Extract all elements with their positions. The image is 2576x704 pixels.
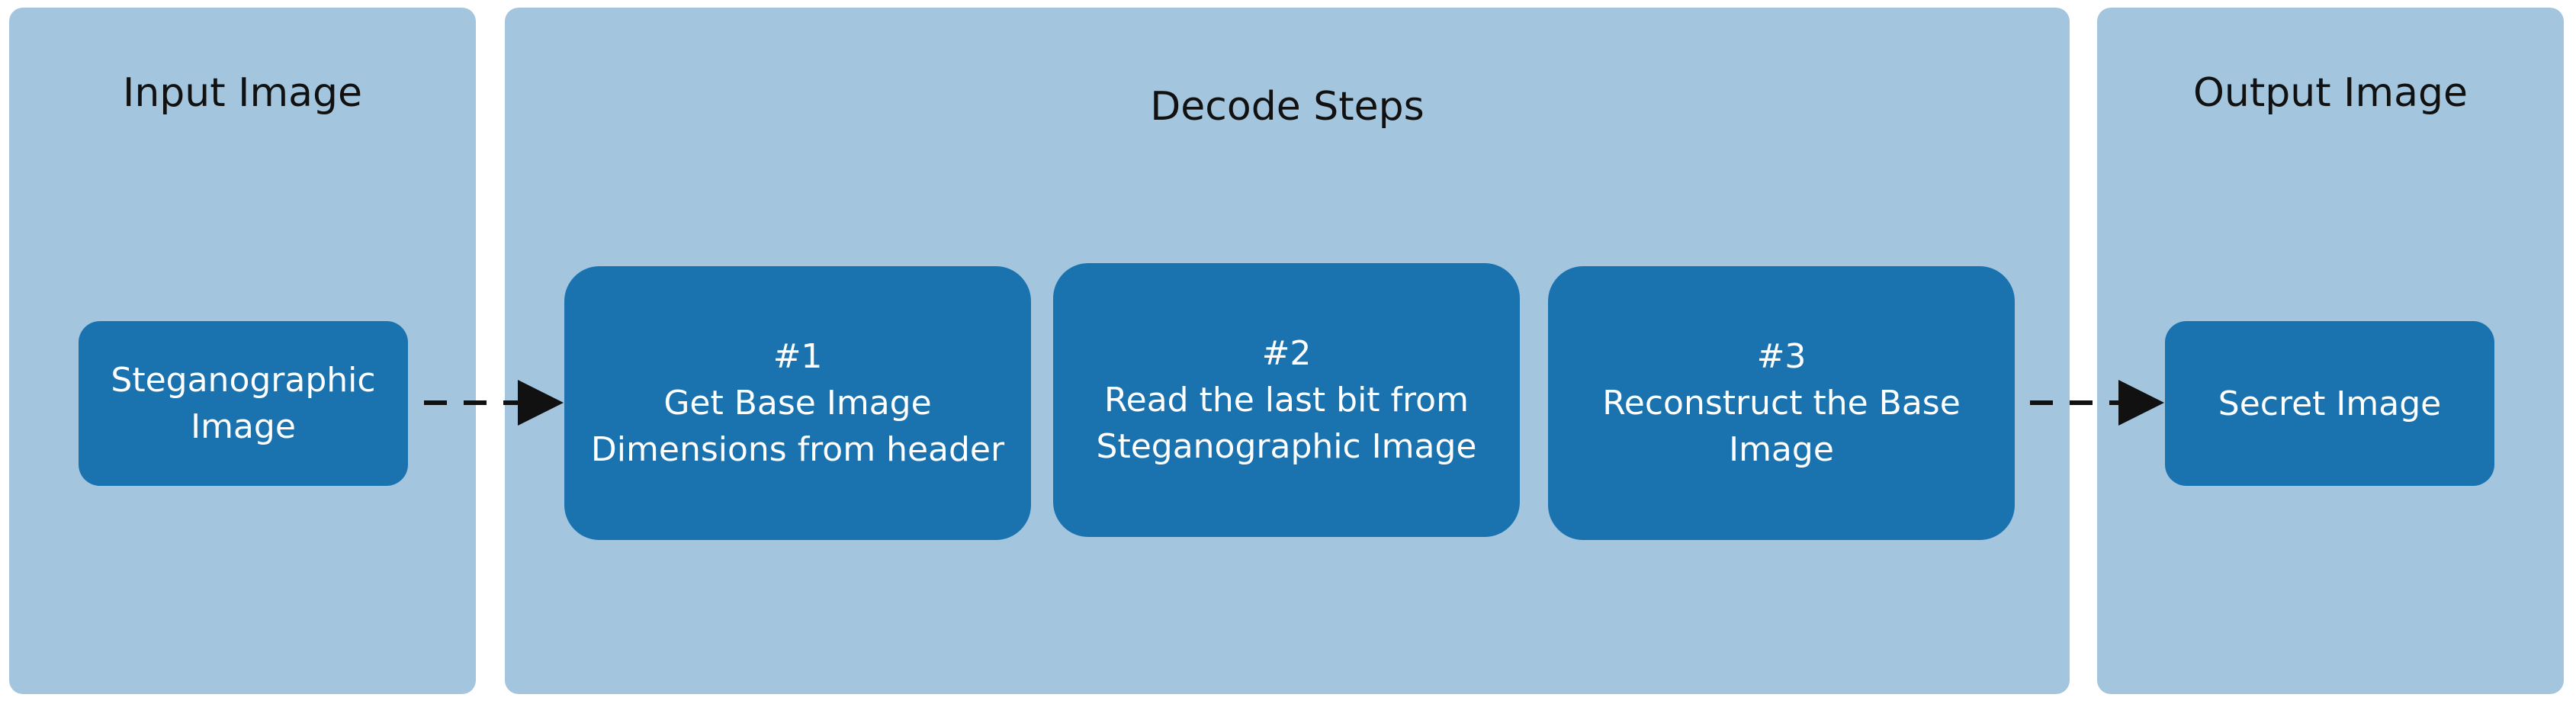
decode-step-3-node: #3 Reconstruct the Base Image (1548, 266, 2015, 540)
decode-step-2-node: #2 Read the last bit from Steganographic… (1053, 263, 1520, 537)
decode-step-1-node: #1 Get Base Image Dimensions from header (564, 266, 1031, 540)
step-3-number: #3 (1756, 337, 1807, 376)
step-2-label-line2: Steganographic Image (1096, 427, 1477, 466)
output-image-title: Output Image (2192, 70, 2468, 116)
secret-image-node: Secret Image (2165, 321, 2494, 486)
step-1-number: #1 (772, 337, 823, 376)
steganographic-image-label-line2: Image (191, 407, 296, 446)
steganographic-image-label-line1: Steganographic (111, 361, 376, 400)
step-3-label-line1: Reconstruct the Base (1602, 384, 1961, 423)
step-1-label-line1: Get Base Image (663, 384, 932, 423)
step-3-label-line2: Image (1729, 430, 1834, 469)
steganographic-image-node: Steganographic Image (79, 321, 408, 486)
step-2-number: #2 (1261, 334, 1312, 373)
step-1-label-line2: Dimensions from header (590, 430, 1005, 469)
input-image-title: Input Image (122, 70, 363, 116)
secret-image-label: Secret Image (2218, 384, 2442, 423)
decode-steps-title: Decode Steps (1150, 84, 1425, 130)
step-2-label-line1: Read the last bit from (1104, 381, 1469, 420)
